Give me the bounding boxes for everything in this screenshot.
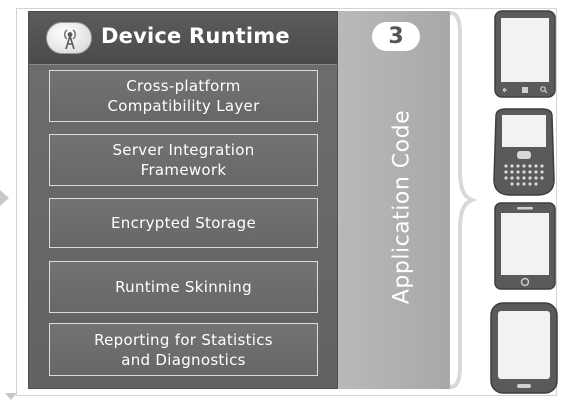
module-compatibility-layer: Cross-platform Compatibility Layer [49,70,318,122]
antenna-signal-icon [46,22,92,54]
smartphone-keyboard-icon [493,108,555,196]
panel-header: Device Runtime [29,12,337,65]
right-brace-icon [450,11,478,389]
module-label: Reporting for Statistics and Diagnostics [94,330,273,369]
application-code-label: Application Code [389,109,415,305]
module-runtime-skinning: Runtime Skinning [49,261,318,313]
module-label: Encrypted Storage [111,214,256,232]
module-label: Server Integration Framework [112,141,255,179]
device-runtime-panel: Device Runtime Cross-platform Compatibil… [28,11,338,389]
smartphone-touch-icon [494,202,556,290]
smartphone-windows-icon [494,10,556,98]
module-server-integration: Server Integration Framework [49,134,318,186]
panel-title: Device Runtime [101,24,290,48]
application-code-band: 3 Application Code [338,11,450,389]
step-number-badge: 3 [372,22,420,51]
module-label: Cross-platform Compatibility Layer [107,77,260,115]
tablet-icon [490,302,558,394]
module-encrypted-storage: Encrypted Storage [49,198,318,248]
module-label: Runtime Skinning [115,278,252,296]
down-arrow-icon [5,393,17,400]
left-arrow-icon [0,190,9,206]
module-reporting: Reporting for Statistics and Diagnostics [49,323,318,376]
